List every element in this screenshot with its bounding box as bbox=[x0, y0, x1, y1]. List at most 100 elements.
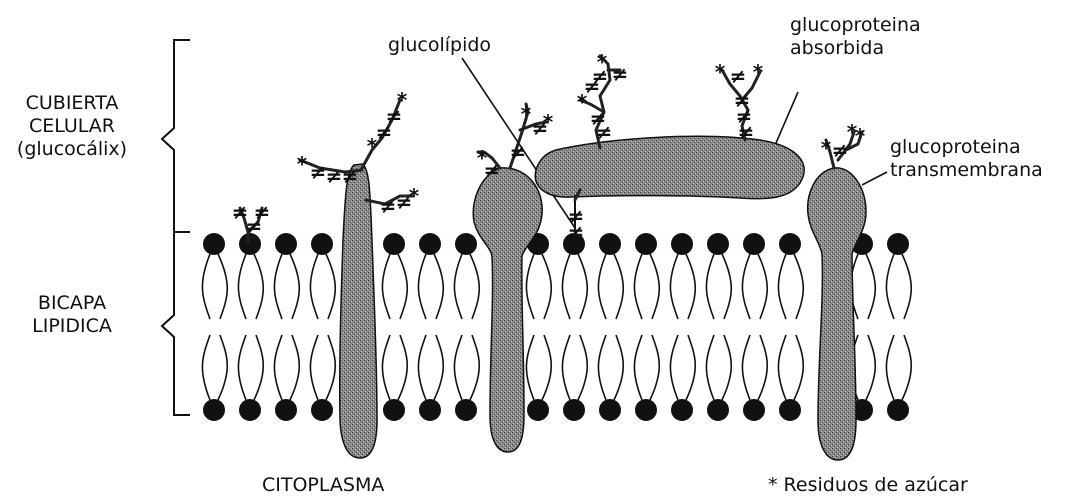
sugar-residue-glyph: ≠ bbox=[730, 64, 747, 88]
lipid-tail bbox=[454, 335, 479, 400]
sugar-residue-glyph: * bbox=[521, 102, 532, 126]
lipid-head bbox=[455, 233, 477, 255]
lipid-tail bbox=[418, 254, 443, 319]
lipid-head bbox=[563, 399, 585, 421]
lipid-tail bbox=[706, 254, 731, 319]
cytoplasm-label: CITOPLASMA bbox=[262, 474, 384, 497]
sugar-residue-glyph: ≠ bbox=[596, 120, 613, 144]
lipid-tail bbox=[202, 335, 227, 400]
lipid-head bbox=[599, 399, 621, 421]
sugar-residue-legend: * Residuos de azúcar bbox=[768, 474, 968, 497]
lipid-head bbox=[779, 399, 801, 421]
sugar-residue-glyph: ≠ bbox=[326, 164, 343, 188]
transmembrane-glycoprotein-label-line-1: glucoproteina bbox=[890, 136, 1043, 159]
lipid-tail bbox=[670, 335, 695, 400]
lipid-tail bbox=[778, 254, 803, 319]
sugar-residue-glyph: ≠ bbox=[738, 120, 755, 144]
sugar-residue-glyph: * bbox=[543, 110, 554, 134]
sugar-residue-glyph: * bbox=[297, 152, 308, 176]
lipid-head bbox=[275, 399, 297, 421]
lipid-tails bbox=[202, 254, 911, 400]
lipid-head bbox=[383, 399, 405, 421]
lipid-tail bbox=[742, 335, 767, 400]
adsorbed-glycoprotein-label: glucoproteina absorbida bbox=[790, 14, 921, 60]
sugar-residue-glyph: * bbox=[753, 60, 764, 84]
lipid-tail bbox=[634, 335, 659, 400]
lipid-tail bbox=[382, 335, 407, 400]
glycocalyx-bracket bbox=[162, 40, 190, 232]
bilayer-bracket bbox=[162, 232, 190, 415]
lipid-tail bbox=[382, 254, 407, 319]
lipid-head bbox=[311, 233, 333, 255]
lipid-tail bbox=[886, 335, 911, 400]
lipid-tail bbox=[526, 335, 551, 400]
sugar-residue-glyph: ≠ bbox=[342, 164, 359, 188]
lipid-head bbox=[455, 399, 477, 421]
sugar-residue-glyph: ≠ bbox=[484, 158, 501, 182]
glycolipid-label: glucolípido bbox=[388, 34, 491, 57]
lipid-tail bbox=[562, 254, 587, 319]
lipid-bilayer bbox=[202, 233, 911, 421]
lipid-tail bbox=[850, 254, 875, 319]
sugar-residue-glyph: * bbox=[597, 50, 608, 74]
lipid-tail bbox=[670, 254, 695, 319]
lipid-tail bbox=[202, 254, 227, 319]
glycocalyx-label-line-1: CUBIERTA bbox=[2, 92, 142, 115]
sugar-residue-glyph: * bbox=[821, 136, 832, 160]
sugar-residue-glyph: ≠ bbox=[510, 140, 527, 164]
lipid-head bbox=[707, 233, 729, 255]
lipid-tail bbox=[742, 254, 767, 319]
adsorbed-glycoprotein-label-line-2: absorbida bbox=[790, 37, 921, 60]
lipid-tail bbox=[886, 254, 911, 319]
lipid-tail bbox=[238, 335, 263, 400]
lipid-tail bbox=[310, 335, 335, 400]
lipid-head bbox=[203, 233, 225, 255]
lipid-tail bbox=[562, 335, 587, 400]
lipid-head bbox=[887, 233, 909, 255]
left-transmembrane-protein bbox=[340, 164, 377, 458]
glycocalyx-label: CUBIERTA CELULAR (glucocálix) bbox=[2, 92, 142, 161]
lipid-head bbox=[671, 233, 693, 255]
lipid-tail bbox=[274, 254, 299, 319]
sugar-residue-glyph: ≠ bbox=[310, 160, 327, 184]
lipid-head bbox=[707, 399, 729, 421]
lipid-tail bbox=[310, 254, 335, 319]
lipid-head bbox=[419, 399, 441, 421]
lipid-tail bbox=[454, 254, 479, 319]
lipid-head bbox=[635, 233, 657, 255]
lipid-head bbox=[419, 233, 441, 255]
lipid-tail bbox=[274, 335, 299, 400]
glycocalyx-label-line-2: CELULAR bbox=[2, 115, 142, 138]
lipid-head bbox=[887, 399, 909, 421]
lipid-tail bbox=[634, 254, 659, 319]
sugar-residue-glyph: ≠ bbox=[240, 234, 257, 258]
lipid-tail bbox=[706, 335, 731, 400]
lipid-head bbox=[743, 233, 765, 255]
sugar-residue-glyph: ≠ bbox=[568, 220, 585, 244]
adsorbed-glycoprotein-label-line-1: glucoproteina bbox=[790, 14, 921, 37]
sugar-residue-glyph: * bbox=[715, 60, 726, 84]
sugar-residue-glyph: ≠ bbox=[254, 200, 271, 224]
lipid-tail bbox=[598, 254, 623, 319]
lipid-head bbox=[635, 399, 657, 421]
lipid-tail bbox=[778, 335, 803, 400]
bilayer-label: BICAPA LIPIDICA bbox=[4, 292, 140, 338]
sugar-residue-glyph: ≠ bbox=[380, 194, 397, 218]
glycocalyx-label-line-3: (glucocálix) bbox=[2, 138, 142, 161]
lipid-head bbox=[311, 399, 333, 421]
sugar-residue-glyph: * bbox=[409, 184, 420, 208]
lipid-head bbox=[383, 233, 405, 255]
lipid-tail bbox=[598, 335, 623, 400]
transmembrane-glycoprotein-label-line-2: transmembrana bbox=[890, 159, 1043, 182]
transmembrane-glycoprotein-label: glucoproteina transmembrana bbox=[890, 136, 1043, 182]
lipid-head bbox=[599, 233, 621, 255]
lipid-head bbox=[527, 399, 549, 421]
lipid-head bbox=[671, 399, 693, 421]
lipid-head bbox=[203, 399, 225, 421]
lipid-head bbox=[743, 399, 765, 421]
sugar-residue-glyph: * bbox=[397, 88, 408, 112]
lipid-tail bbox=[418, 335, 443, 400]
lipid-tail bbox=[238, 254, 263, 319]
lipid-heads bbox=[203, 233, 909, 421]
